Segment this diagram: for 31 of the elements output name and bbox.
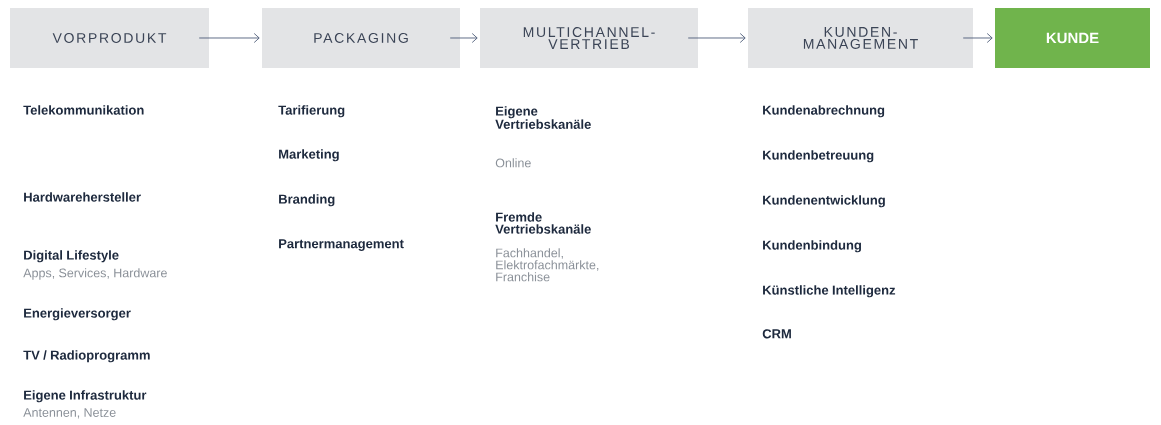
category-label: Hardwarehersteller [24,192,141,202]
arrow [198,33,260,43]
category-label: Energieversorger [24,308,131,321]
category-label: Partnermanagement [279,239,404,251]
category-label: Marketing [279,149,339,162]
detail-text: Apps, Services, Hardware [23,268,167,280]
arrow [962,33,993,43]
step-box: MULTICHANNEL- VERTRIEB [480,8,698,68]
category-label: Telekommunikation [23,105,144,115]
category-label: Künstliche Intelligenz [763,285,896,298]
category-label: Kundenbetreuung [763,150,874,163]
category-label: Branding [279,194,335,207]
category-label: Kundenbindung [763,240,861,253]
step-box: KUNDEN- MANAGEMENT [748,8,973,68]
category-label: Eigene Infrastruktur [24,390,147,403]
category-label: TV / Radioprogramm [23,350,150,363]
step-box: PACKAGING [262,8,460,68]
category-label: Digital Lifestyle [24,250,119,263]
category-label: Tarifierung [278,105,345,118]
category-label: Kundenabrechnung [763,105,885,118]
category-label: Eigene Vertriebskanäle [495,106,591,129]
detail-text: Antennen, Netze [23,408,116,419]
detail-text: Online [495,158,531,168]
goal-box: KUNDE [995,8,1150,68]
category-label: Fremde Vertriebskanäle [495,212,591,234]
arrow [687,33,746,43]
category-label: Kundenentwicklung [763,195,885,208]
category-label: CRM [762,329,791,339]
arrow [449,33,478,43]
detail-text: Fachhandel, Elektrofachmärkte, Franchise [496,248,599,282]
step-box: VORPRODUKT [10,8,209,68]
